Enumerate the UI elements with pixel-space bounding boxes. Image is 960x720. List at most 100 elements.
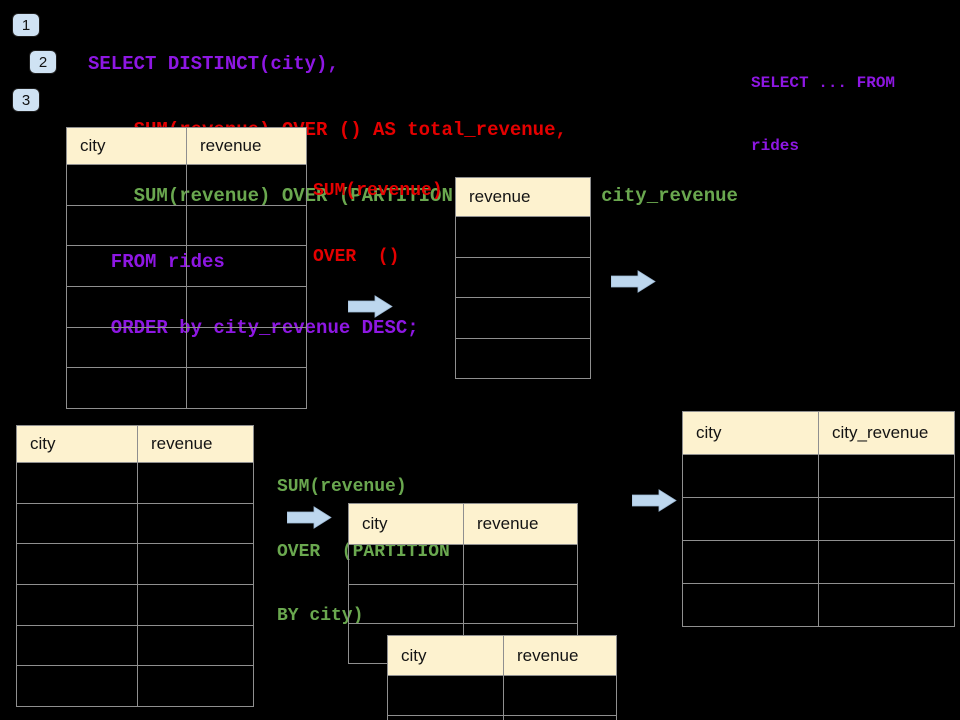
step-badge-3-label: 3: [21, 91, 31, 109]
table-row: [682, 497, 955, 541]
empty-cell: [348, 544, 464, 585]
step-badge-1-label: 1: [21, 16, 31, 34]
table-row: [66, 286, 307, 328]
empty-cell: [818, 497, 955, 541]
table-header-row: city revenue: [66, 127, 307, 165]
empty-cell: [186, 204, 307, 247]
step-badge-3: 3: [12, 88, 40, 112]
empty-cell: [16, 502, 138, 545]
table-row: [387, 715, 617, 720]
empty-cell: [137, 624, 254, 667]
empty-cell: [455, 297, 591, 339]
empty-cell: [16, 665, 138, 708]
column-header-city: city: [348, 503, 464, 545]
table-row: [16, 584, 254, 626]
from-rides-note-line1: SELECT ... FROM: [751, 74, 896, 92]
empty-cell: [137, 665, 254, 708]
sql-line-select: SELECT DISTINCT(city),: [88, 53, 339, 75]
empty-cell: [137, 462, 254, 504]
empty-cell: [137, 502, 254, 545]
empty-cell: [137, 543, 254, 586]
from-rides-note-line2: rides: [751, 137, 800, 155]
table-row: [66, 326, 307, 369]
column-header-city: city: [387, 635, 504, 676]
column-header-revenue: revenue: [137, 425, 254, 463]
empty-cell: [387, 675, 504, 716]
empty-cell: [16, 624, 138, 667]
table-header-row: city revenue: [387, 635, 617, 676]
table-row: [682, 583, 955, 627]
table-row: [348, 544, 578, 585]
empty-cell: [66, 204, 187, 247]
table-header-row: revenue: [455, 177, 591, 217]
step-badge-2: 2: [29, 50, 57, 74]
table-row: [66, 367, 307, 410]
empty-cell: [818, 454, 955, 498]
table-source-bottom: city revenue: [16, 425, 254, 708]
table-header-row: city revenue: [348, 503, 578, 545]
empty-cell: [503, 675, 617, 716]
annotation-total-revenue: SUM(revenue) OVER (): [313, 136, 443, 312]
empty-cell: [682, 583, 819, 627]
empty-cell: [66, 326, 187, 369]
table-row: [455, 216, 591, 258]
empty-cell: [455, 216, 591, 258]
column-header-revenue: revenue: [186, 127, 307, 165]
table-source-top: city revenue: [66, 127, 307, 410]
empty-cell: [16, 584, 138, 626]
column-header-city: city: [682, 411, 819, 455]
table-row: [682, 540, 955, 584]
empty-cell: [137, 584, 254, 626]
table-row: [66, 164, 307, 206]
empty-cell: [455, 256, 591, 298]
annotation-partition-line1: SUM(revenue): [277, 477, 407, 497]
flow-arrow-total: [348, 295, 393, 318]
table-row: [16, 624, 254, 667]
flow-arrow-total-result: [611, 270, 656, 293]
empty-cell: [66, 164, 187, 206]
empty-cell: [66, 245, 187, 288]
empty-cell: [463, 583, 578, 625]
table-header-row: city city_revenue: [682, 411, 955, 455]
table-header-row: city revenue: [16, 425, 254, 463]
empty-cell: [16, 462, 138, 504]
empty-cell: [682, 540, 819, 584]
table-row: [16, 502, 254, 545]
table-revenue-only: revenue: [455, 177, 591, 379]
table-row: [16, 665, 254, 708]
empty-cell: [387, 715, 504, 720]
table-result-city-revenue: city city_revenue: [682, 411, 955, 627]
step-badge-1: 1: [12, 13, 40, 37]
flow-arrow-partition: [287, 506, 332, 529]
table-row: [455, 337, 591, 379]
table-row: [387, 675, 617, 716]
column-header-city: city: [66, 127, 187, 165]
table-row: [455, 297, 591, 339]
empty-cell: [186, 164, 307, 206]
empty-cell: [455, 337, 591, 379]
annotation-total-line2: OVER (): [313, 247, 400, 267]
empty-cell: [818, 540, 955, 584]
empty-cell: [186, 326, 307, 369]
column-header-city: city: [16, 425, 138, 463]
table-row: [455, 256, 591, 298]
column-header-revenue: revenue: [463, 503, 578, 545]
empty-cell: [463, 544, 578, 585]
empty-cell: [682, 454, 819, 498]
table-row: [66, 245, 307, 288]
column-header-revenue: revenue: [503, 635, 617, 676]
empty-cell: [66, 367, 187, 410]
empty-cell: [682, 497, 819, 541]
empty-cell: [186, 245, 307, 288]
table-row: [348, 583, 578, 625]
table-row: [16, 462, 254, 504]
empty-cell: [66, 286, 187, 328]
empty-cell: [186, 367, 307, 410]
empty-cell: [186, 286, 307, 328]
table-row: [682, 454, 955, 498]
column-header-city-revenue: city_revenue: [818, 411, 955, 455]
table-row: [66, 204, 307, 247]
from-rides-note: SELECT ... FROM rides: [751, 31, 895, 199]
table-row: [16, 543, 254, 586]
